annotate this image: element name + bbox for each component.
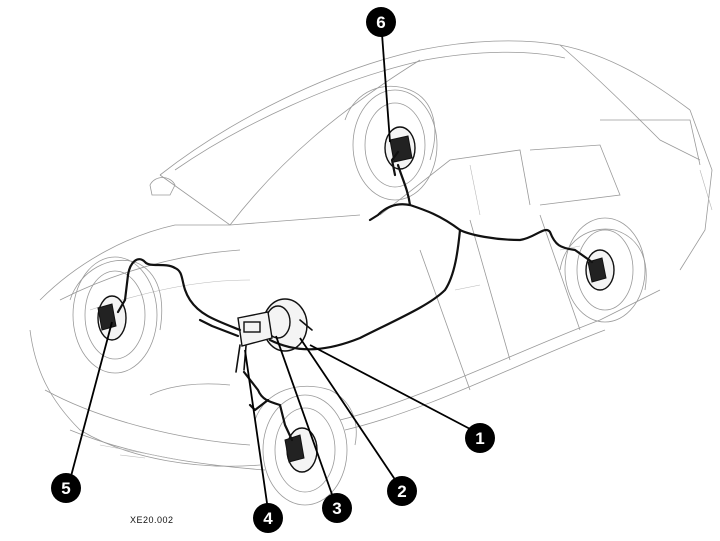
reference-code: XE20.002	[130, 515, 174, 525]
callout-4: 4	[253, 503, 283, 533]
rear-left-wheel	[352, 89, 438, 201]
front-left-wheel	[72, 256, 158, 374]
callout-6-label: 6	[376, 13, 385, 32]
callout-1: 1	[465, 423, 495, 453]
master-cylinder	[235, 311, 273, 373]
leader-lines	[69, 33, 473, 511]
callout-5: 5	[51, 473, 81, 503]
rear-right-wheel	[564, 217, 646, 323]
callout-3: 3	[322, 493, 352, 523]
front-right-wheel	[262, 394, 348, 506]
brake-lines	[116, 150, 594, 442]
car-body-outline	[29, 40, 713, 471]
callout-2-label: 2	[397, 482, 406, 501]
callout-4-label: 4	[263, 509, 273, 528]
callout-1-label: 1	[475, 429, 484, 448]
callout-3-label: 3	[332, 499, 341, 518]
callout-2: 2	[387, 476, 417, 506]
callout-6: 6	[366, 7, 396, 37]
brake-booster	[262, 298, 313, 352]
callout-5-label: 5	[61, 479, 70, 498]
